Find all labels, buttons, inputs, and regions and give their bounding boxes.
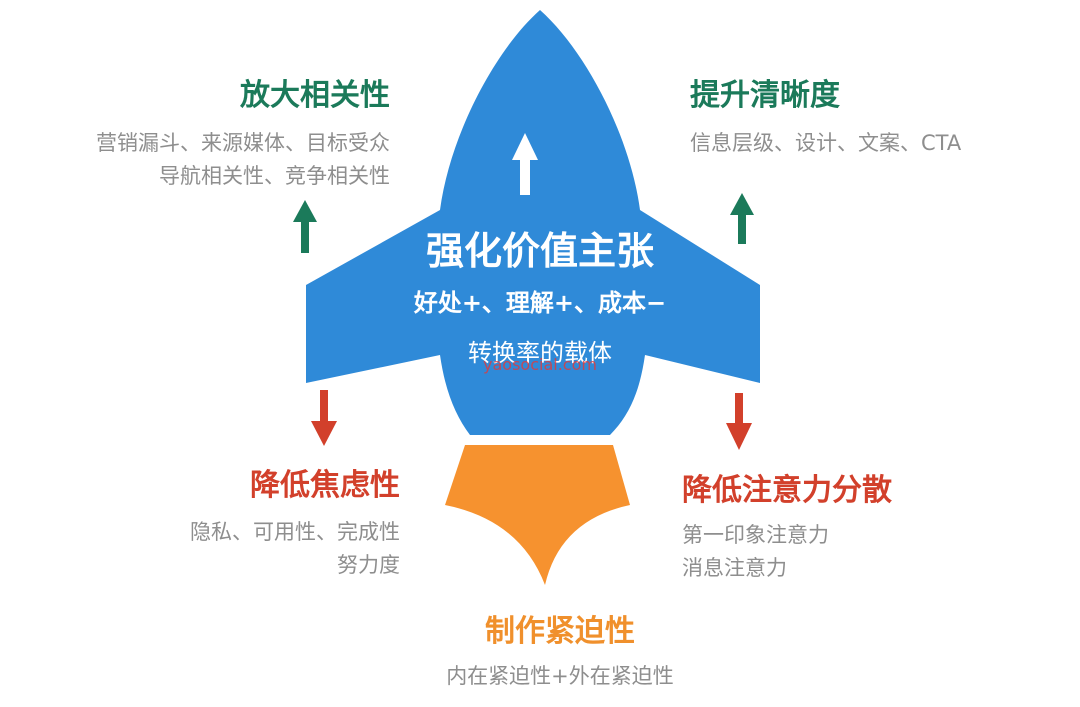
arrow-up-right xyxy=(730,193,754,244)
bottom-right-line-2: 消息注意力 xyxy=(682,556,787,580)
top-right-line-1: 信息层级、设计、文案、CTA xyxy=(690,131,962,155)
rocket-up-arrow xyxy=(512,133,538,195)
top-right-block: 提升清晰度 信息层级、设计、文案、CTA xyxy=(690,78,1050,160)
watermark: yaosocial.com xyxy=(483,355,597,374)
arrow-down-right xyxy=(726,393,752,450)
bottom-left-title: 降低焦虑性 xyxy=(250,468,400,503)
top-left-line-1: 营销漏斗、来源媒体、目标受众 xyxy=(96,131,390,155)
bottom-right-line-1: 第一印象注意力 xyxy=(682,523,829,547)
bottom-left-line-2: 努力度 xyxy=(337,553,400,577)
bottom-center-title: 制作紧迫性 xyxy=(485,614,635,649)
bottom-left-line-1: 隐私、可用性、完成性 xyxy=(190,520,400,544)
bottom-center-line-1: 内在紧迫性+外在紧迫性 xyxy=(446,664,674,688)
rocket-line-1: 好处+、理解+、成本− xyxy=(413,289,667,317)
top-right-title: 提升清晰度 xyxy=(690,78,840,113)
rocket-line-2: 转换率的载体 xyxy=(468,339,612,367)
rocket-flame xyxy=(445,445,630,585)
top-left-title: 放大相关性 xyxy=(240,78,390,113)
bottom-left-block: 降低焦虑性 隐私、可用性、完成性 努力度 xyxy=(40,468,400,582)
rocket-body xyxy=(306,10,760,435)
arrow-up-left xyxy=(293,200,317,253)
arrow-down-left xyxy=(311,390,337,446)
bottom-right-block: 降低注意力分散 第一印象注意力 消息注意力 xyxy=(682,473,1062,585)
top-left-block: 放大相关性 营销漏斗、来源媒体、目标受众 导航相关性、竞争相关性 xyxy=(30,78,390,193)
bottom-right-title: 降低注意力分散 xyxy=(682,473,892,508)
rocket-title: 强化价值主张 xyxy=(425,229,654,273)
top-left-line-2: 导航相关性、竞争相关性 xyxy=(159,164,390,188)
bottom-center-block: 制作紧迫性 内在紧迫性+外在紧迫性 xyxy=(330,614,790,693)
